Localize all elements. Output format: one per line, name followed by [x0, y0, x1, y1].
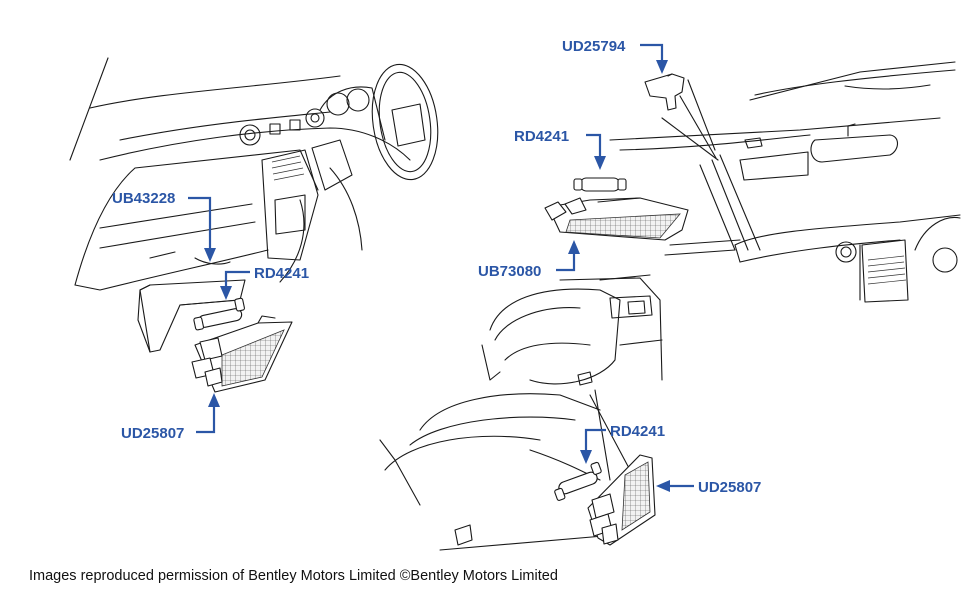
label-ud25794: UD25794: [562, 38, 626, 55]
roof-courtesy-lamp: [544, 197, 689, 241]
copyright-caption: Images reproduced permission of Bentley …: [29, 568, 558, 584]
right-lamp-unit: [587, 454, 656, 546]
label-ud25807-right: UD25807: [698, 479, 761, 496]
label-rd4241-top-right: RD4241: [514, 128, 569, 145]
label-rd4241-left: RD4241: [254, 265, 309, 282]
callout-arrows: [188, 43, 694, 492]
label-ub73080: UB73080: [478, 263, 541, 280]
top-right-bulb: [573, 177, 627, 192]
left-lamp-unit: [191, 315, 293, 393]
label-ud25807-left: UD25807: [121, 425, 184, 442]
headlining-illustration: [609, 61, 961, 303]
dashboard-illustration: [69, 57, 439, 291]
seat-illustration: [379, 274, 663, 551]
label-rd4241-bottom-right: RD4241: [610, 423, 665, 440]
bottom-right-bulb: [554, 461, 602, 501]
glovebox-lamp-housing: [137, 279, 246, 353]
label-ub43228: UB43228: [112, 190, 175, 207]
left-bulb: [193, 297, 245, 331]
